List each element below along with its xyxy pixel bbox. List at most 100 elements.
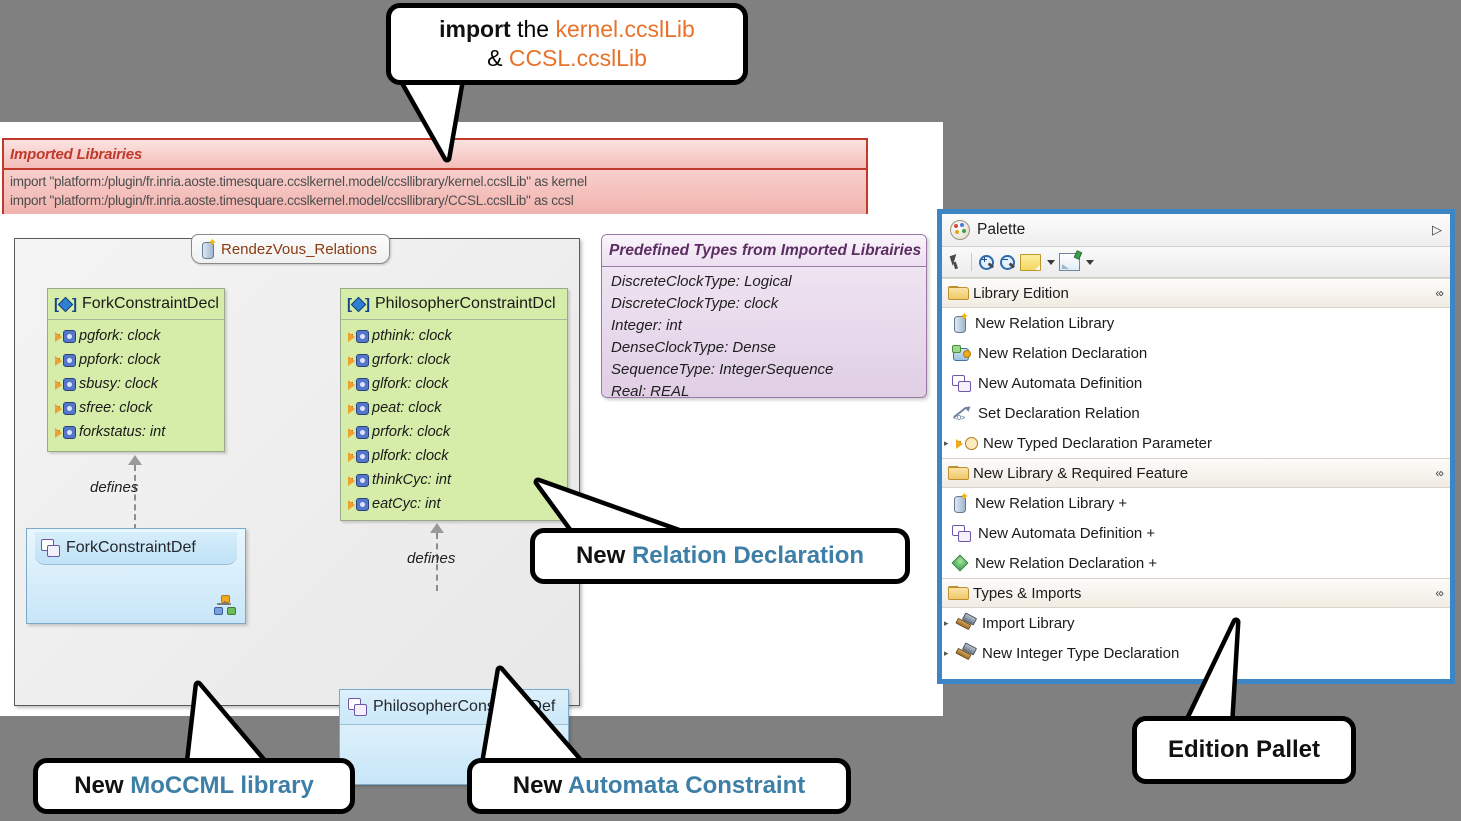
expand-tree-icon[interactable]: ▸ xyxy=(944,617,949,628)
collapse-section-icon[interactable]: «› xyxy=(1435,586,1444,600)
palette-item-new-relation-declaration[interactable]: New Relation Declaration xyxy=(942,338,1450,368)
import-statement-ccsl: import "platform:/plugin/fr.inria.aoste.… xyxy=(10,193,574,208)
palette-item-label: New Relation Library + xyxy=(975,494,1128,512)
attribute-label: sbusy: clock xyxy=(79,376,158,392)
cylinder-new-icon: ✦ xyxy=(952,491,969,513)
palette-item-new-typed-declaration-parameter[interactable]: ▸ New Typed Declaration Parameter xyxy=(942,428,1450,458)
zoom-out-icon[interactable] xyxy=(999,254,1016,271)
palette-item-new-relation-declaration-plus[interactable]: New Relation Declaration + xyxy=(942,548,1450,578)
class-attributes: pthink: clock grfork: clock glfork: cloc… xyxy=(341,320,567,520)
class-header: [] ForkConstraintDecl xyxy=(48,289,224,320)
attribute-row: forkstatus: int xyxy=(48,420,224,444)
import-statement-kernel: import "platform:/plugin/fr.inria.aoste.… xyxy=(10,174,587,189)
attribute-label: peat: clock xyxy=(372,400,442,416)
imported-libraries-compartment[interactable]: Imported Librairies import "platform:/pl… xyxy=(2,138,868,214)
palette-title-bar[interactable]: Palette ▷ xyxy=(942,214,1450,247)
palette-section-new-library-required-feature[interactable]: New Library & Required Feature «› xyxy=(942,458,1450,488)
palette-item-label: New Relation Library xyxy=(975,314,1115,332)
automata-constraint-callout-tail xyxy=(460,665,660,785)
palette-panel[interactable]: Palette ▷ Library Edition «› ✦ New Relat… xyxy=(937,209,1455,684)
attribute-row: eatCyc: int xyxy=(341,492,567,516)
callout-import-amp: & xyxy=(487,45,509,71)
predefined-type-row: DiscreteClockType: Logical xyxy=(611,273,792,290)
attribute-row: prfork: clock xyxy=(341,420,567,444)
folder-icon xyxy=(948,586,969,600)
palette-section-library-edition[interactable]: Library Edition «› xyxy=(942,278,1450,308)
palette-toolbar[interactable] xyxy=(942,247,1450,278)
parameter-icon xyxy=(348,473,369,487)
attribute-row: ppfork: clock xyxy=(48,348,224,372)
class-header: ForkConstraintDef xyxy=(35,532,237,565)
diagram-tab-label: RendezVous_Relations xyxy=(221,240,377,258)
attribute-label: sfree: clock xyxy=(79,400,153,416)
generalization-arrowhead xyxy=(430,523,444,533)
predefined-type-row: DiscreteClockType: clock xyxy=(611,295,779,312)
class-title: ForkConstraintDef xyxy=(66,539,196,556)
palette-item-label: New Relation Declaration xyxy=(978,344,1148,362)
expand-tree-icon[interactable]: ▸ xyxy=(944,437,949,448)
note-attachment-icon[interactable] xyxy=(1059,253,1080,271)
palette-item-new-relation-library-plus[interactable]: ✦ New Relation Library + xyxy=(942,488,1450,518)
predefined-types-box[interactable]: Predefined Types from Imported Librairie… xyxy=(601,234,927,398)
green-diamond-icon xyxy=(951,554,969,572)
automata-definition-icon xyxy=(41,539,61,557)
select-tool-icon[interactable] xyxy=(948,253,965,271)
import-callout-tail xyxy=(385,70,585,180)
declaration-diamond-icon: [] xyxy=(347,296,370,313)
parameter-icon xyxy=(348,329,369,343)
palette-item-label: New Automata Definition + xyxy=(978,524,1156,542)
collapse-section-icon[interactable]: «› xyxy=(1435,286,1444,300)
class-fork-constraint-decl[interactable]: [] ForkConstraintDecl pgfork: clock ppfo… xyxy=(47,288,225,452)
parameter-icon xyxy=(55,425,76,439)
attribute-row: pgfork: clock xyxy=(48,324,224,348)
attribute-label: glfork: clock xyxy=(372,376,449,392)
parameter-icon xyxy=(55,329,76,343)
palette-title-label: Palette xyxy=(977,221,1026,238)
note-attachment-dropdown-caret-icon[interactable] xyxy=(1086,259,1094,265)
relation-declaration-callout-tail xyxy=(520,470,760,560)
note-dropdown-caret-icon[interactable] xyxy=(1047,259,1055,265)
expand-palette-icon[interactable]: ▷ xyxy=(1432,222,1442,237)
palette-section-types-imports[interactable]: Types & Imports «› xyxy=(942,578,1450,608)
callout-prefix: New xyxy=(575,542,632,569)
class-title: ForkConstraintDecl xyxy=(82,295,219,312)
palette-icon xyxy=(950,220,970,240)
callout-highlight: Relation Declaration xyxy=(631,542,865,569)
hammer-icon xyxy=(955,642,978,661)
attribute-row: peat: clock xyxy=(341,396,567,420)
automata-states-icon xyxy=(213,595,236,615)
callout-prefix: New xyxy=(74,772,131,799)
attribute-label: thinkCyc: int xyxy=(372,472,451,488)
section-label: Types & Imports xyxy=(973,584,1082,602)
palette-item-label: Set Declaration Relation xyxy=(978,404,1140,422)
class-fork-constraint-def[interactable]: ForkConstraintDef xyxy=(26,528,246,624)
palette-item-label: New Automata Definition xyxy=(978,374,1143,392)
generalization-arrowhead xyxy=(128,455,142,465)
generalization-link xyxy=(436,533,438,591)
predefined-type-row: DenseClockType: Dense xyxy=(611,339,776,356)
imported-libraries-body: import "platform:/plugin/fr.inria.aoste.… xyxy=(4,170,866,214)
zoom-in-icon[interactable] xyxy=(978,254,995,271)
attribute-row: pthink: clock xyxy=(341,324,567,348)
set-relation-icon: <0> xyxy=(952,403,973,422)
palette-item-import-library[interactable]: ▸ Import Library xyxy=(942,608,1450,638)
class-philosopher-constraint-decl[interactable]: [] PhilosopherConstraintDcl pthink: cloc… xyxy=(340,288,568,521)
collapse-section-icon[interactable]: «› xyxy=(1435,466,1444,480)
palette-item-new-integer-type-declaration[interactable]: ▸ New Integer Type Declaration xyxy=(942,638,1450,668)
parameter-icon xyxy=(348,401,369,415)
callout-import-lib1: kernel.ccslLib xyxy=(555,16,695,43)
predefined-type-row: Real: REAL xyxy=(611,383,690,398)
parameter-icon xyxy=(348,449,369,463)
parameter-icon xyxy=(348,377,369,391)
note-icon[interactable] xyxy=(1020,253,1041,271)
diagram-tab-rendezvous-relations[interactable]: ✦ RendezVous_Relations xyxy=(191,234,390,264)
expand-tree-icon[interactable]: ▸ xyxy=(944,647,949,658)
palette-item-new-automata-definition[interactable]: New Automata Definition xyxy=(942,368,1450,398)
link-label-defines-1: defines xyxy=(90,479,139,496)
palette-item-set-declaration-relation[interactable]: <0> Set Declaration Relation xyxy=(942,398,1450,428)
attribute-label: forkstatus: int xyxy=(79,424,166,440)
palette-item-new-relation-library[interactable]: ✦ New Relation Library xyxy=(942,308,1450,338)
class-title: PhilosopherConstraintDcl xyxy=(375,295,556,312)
palette-item-new-automata-definition-plus[interactable]: New Automata Definition + xyxy=(942,518,1450,548)
attribute-label: eatCyc: int xyxy=(372,496,441,512)
